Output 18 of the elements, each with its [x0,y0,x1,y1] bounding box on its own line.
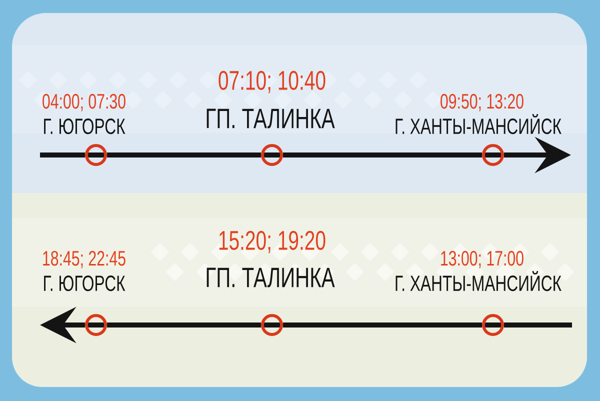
station-name: ГП. ТАЛИНКА [206,108,335,128]
route-line [283,152,482,158]
departure-times: 07:10; 10:40 [218,70,326,94]
station-name: Г. ХАНТЫ-МАНСИЙСК [396,271,562,292]
route-line [107,322,261,328]
departure-times: 04:00; 07:30 [42,94,126,112]
route-line [107,152,261,158]
route-line [40,152,85,158]
departure-times: 09:50; 13:20 [440,94,524,112]
departure-times: 18:45; 22:45 [43,250,126,268]
station-name: Г. ЮГОРСК [44,118,126,134]
station-name: Г. ЮГОРСК [44,276,126,292]
route-line [283,322,482,328]
route-line [504,322,572,328]
departure-times: 13:00; 17:00 [441,250,524,268]
station-name: Г. ХАНТЫ-МАНСИЙСК [396,114,562,134]
station-name: ГП. ТАЛИНКА [206,268,335,288]
departure-times: 15:20; 19:20 [219,230,326,254]
